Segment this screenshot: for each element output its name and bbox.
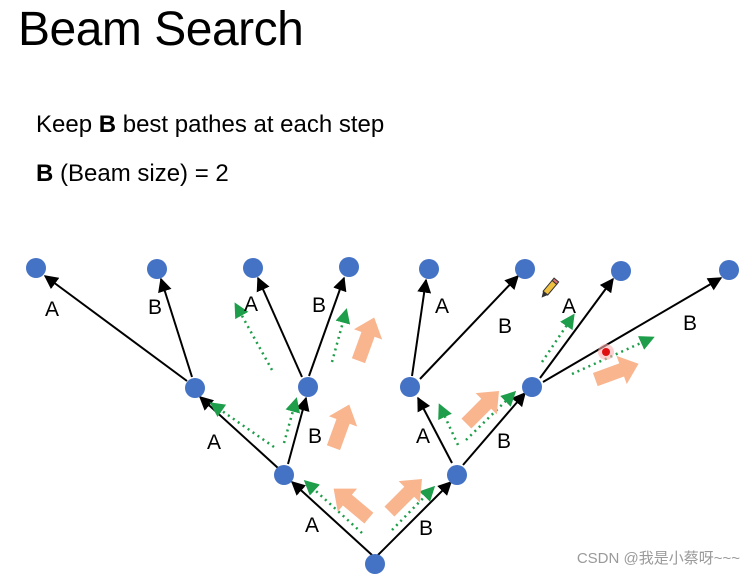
edge-label: A	[435, 295, 449, 318]
edge-label: A	[244, 293, 258, 316]
edge-label: B	[308, 425, 322, 448]
node-level3-4	[339, 257, 359, 277]
dotted-beam-paths	[209, 302, 655, 534]
node-level2-a	[185, 378, 205, 398]
dotted-path	[465, 390, 517, 441]
dotted-path	[438, 403, 460, 446]
beam-size-text: (Beam size) = 2	[53, 160, 229, 187]
dotted-path	[330, 308, 351, 363]
tree-nodes	[26, 257, 739, 574]
edge-label: B	[148, 296, 162, 319]
beam-arrow	[592, 355, 639, 387]
edge-label: B	[683, 312, 697, 335]
node-level2-c	[400, 377, 420, 397]
laser-pointer-icon	[598, 344, 614, 360]
description-suffix: best pathes at each step	[116, 111, 385, 138]
slide-title: Beam Search	[18, 3, 304, 56]
edge-root-to-l1b	[377, 481, 452, 556]
dotted-path	[234, 302, 274, 371]
dotted-path	[209, 402, 275, 449]
node-root	[365, 554, 385, 574]
node-level3-8	[719, 260, 739, 280]
edge-label: B	[312, 294, 326, 317]
node-level2-d	[522, 377, 542, 397]
node-level3-7	[611, 261, 631, 281]
beam-selection-arrows	[326, 317, 639, 524]
node-level1-b	[447, 465, 467, 485]
node-level3-3	[243, 258, 263, 278]
beam-size-line: B (Beam size) = 2	[36, 160, 229, 188]
beam-description: Keep B best pathes at each step	[36, 111, 384, 139]
edge-l2c-to-l3e	[411, 278, 432, 377]
beam-arrow	[461, 391, 499, 429]
edge-l2b-to-l3c	[256, 276, 303, 378]
tree-edges	[43, 274, 723, 556]
description-bold-b: B	[98, 111, 117, 138]
beam-arrow	[384, 479, 422, 517]
edge-l2a-to-l3b	[158, 277, 193, 378]
node-level3-6	[515, 259, 535, 279]
node-level3-2	[147, 259, 167, 279]
node-level3-1	[26, 258, 46, 278]
pen-cursor-icon	[541, 277, 560, 298]
edge-label: A	[305, 514, 319, 537]
edge-label: A	[207, 431, 221, 454]
dotted-path	[303, 479, 363, 534]
node-level1-a	[274, 465, 294, 485]
edge-label: A	[416, 425, 430, 448]
dotted-path	[391, 485, 436, 531]
beam-arrow	[326, 404, 358, 451]
beam-arrow	[351, 317, 383, 364]
edge-l2c-to-l3f	[419, 274, 519, 380]
edge-label: A	[562, 295, 576, 318]
edge-l1a-to-l2b	[287, 396, 310, 465]
edge-label: B	[498, 315, 512, 338]
edge-label: B	[419, 517, 433, 540]
edge-l2d-to-l3g	[539, 277, 614, 379]
edge-label: B	[497, 430, 511, 453]
edge-l2d-to-l3h	[542, 277, 723, 383]
beam-arrow	[333, 488, 374, 524]
edge-l2a-to-l3a	[43, 275, 188, 382]
dotted-path	[282, 397, 300, 444]
edge-l1b-to-l2c	[417, 396, 453, 464]
node-level3-5	[419, 259, 439, 279]
node-level2-b	[298, 377, 318, 397]
edge-label: A	[45, 298, 59, 321]
edge-l2b-to-l3d	[308, 276, 347, 377]
csdn-watermark: CSDN @我是小蔡呀~~~	[576, 550, 740, 567]
edge-labels: A B A B A B A B A B A B A B	[45, 293, 697, 540]
beam-size-bold-b: B	[36, 160, 54, 187]
description-prefix: Keep	[36, 111, 99, 138]
